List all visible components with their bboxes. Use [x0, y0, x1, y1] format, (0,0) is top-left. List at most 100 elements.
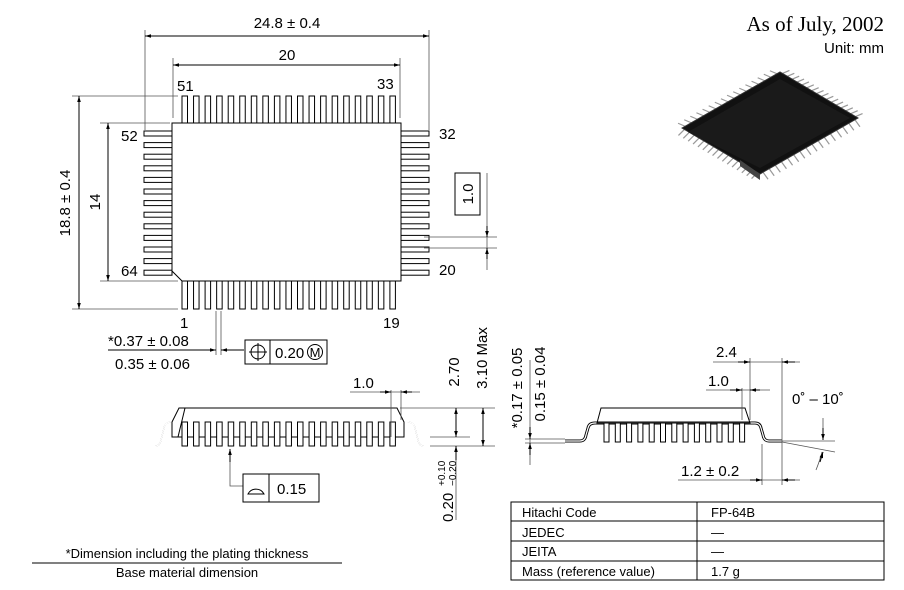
- row-value: —: [711, 525, 724, 540]
- lead: [787, 157, 794, 166]
- lead: [400, 188, 430, 195]
- lead: [143, 153, 173, 160]
- lead: [720, 98, 729, 103]
- lead: [840, 104, 849, 109]
- lead: [331, 421, 339, 447]
- lead: [768, 168, 775, 177]
- lead: [677, 122, 686, 127]
- lead: [389, 280, 396, 310]
- lead: [285, 280, 292, 310]
- coplanarity-icon: [247, 488, 265, 495]
- lead: [782, 69, 790, 74]
- lead: [389, 95, 396, 124]
- lead: [787, 72, 795, 77]
- lead: [354, 280, 362, 310]
- lead: [671, 422, 678, 443]
- lead: [769, 70, 778, 75]
- end-view: *0.17 ± 0.05 0.15 ± 0.04 2.4 1.0 0˚ – 10…: [509, 344, 844, 485]
- pin-label: 33: [377, 76, 394, 93]
- lead: [829, 133, 836, 142]
- lead: [648, 422, 655, 443]
- standoff-value: 0.20: [440, 493, 457, 522]
- lead: [660, 422, 666, 443]
- lead: [855, 113, 863, 118]
- lead: [227, 95, 235, 124]
- lead: [780, 161, 787, 170]
- lead: [745, 84, 753, 89]
- lead: [262, 421, 269, 447]
- lead: [739, 422, 746, 443]
- lead: [801, 81, 810, 86]
- mmc-icon: [307, 344, 323, 360]
- lead: [705, 422, 712, 443]
- lead: [751, 80, 759, 85]
- row-label: JEDEC: [522, 525, 565, 540]
- side-view: 2.70 3.10 Max 0.20 +0.10 −0.20 1.0 0.15: [137, 327, 495, 522]
- lead: [816, 90, 824, 95]
- lead: [811, 143, 818, 152]
- lead: [400, 258, 430, 265]
- lead: [377, 280, 385, 310]
- lead: [143, 200, 173, 207]
- row-value: 1.7 g: [711, 564, 740, 579]
- lead: [836, 129, 843, 138]
- lead: [707, 146, 715, 154]
- lead: [805, 147, 812, 156]
- lead: [285, 421, 292, 447]
- lead: [682, 131, 690, 139]
- lead: [400, 142, 430, 149]
- standoff-dim: 0.20 +0.10 −0.20: [437, 460, 459, 522]
- pin-label: 51: [177, 78, 194, 95]
- lead: [721, 154, 729, 162]
- lead: [308, 280, 316, 310]
- lead: [143, 246, 173, 253]
- lead: [726, 157, 734, 165]
- span-dim: 2.4: [716, 344, 737, 361]
- lead: [193, 280, 200, 310]
- lead: [216, 280, 223, 310]
- lead: [143, 176, 173, 183]
- lead: [821, 92, 829, 97]
- lead: [204, 95, 212, 124]
- lead: [400, 165, 430, 172]
- lead: [850, 110, 858, 115]
- lead: [806, 84, 815, 89]
- lead: [250, 95, 258, 124]
- lead: [227, 421, 235, 447]
- lead: [308, 95, 316, 124]
- pin-label: 32: [439, 126, 456, 143]
- lead: [297, 280, 304, 310]
- lead: [354, 421, 362, 447]
- lead: [726, 94, 735, 99]
- foot-length-dim: 1.2 ± 0.2: [681, 463, 739, 480]
- max-height-dim: 3.10 Max: [474, 327, 491, 389]
- lead: [799, 150, 806, 159]
- lead: [143, 165, 173, 172]
- lead: [696, 112, 704, 117]
- lead: [143, 258, 173, 265]
- position-tol-value: 0.20: [275, 345, 304, 362]
- lead: [774, 164, 781, 173]
- lead: [320, 421, 327, 447]
- standoff-minus: −0.20: [448, 460, 459, 486]
- lead: [400, 269, 430, 276]
- lead: [181, 421, 188, 447]
- lead: [250, 280, 258, 310]
- lead: [343, 421, 350, 447]
- lead: [614, 422, 621, 443]
- lead: [712, 149, 719, 156]
- lead: [377, 95, 385, 124]
- lead: [637, 422, 644, 443]
- lead: [204, 280, 212, 310]
- body-width-dim: 20: [279, 47, 296, 64]
- lead: [216, 421, 223, 447]
- lead: [678, 129, 685, 136]
- lead: [717, 152, 724, 159]
- mmc-letter: M: [310, 345, 321, 360]
- coplanarity-value: 0.15: [277, 481, 306, 498]
- lead: [216, 95, 223, 124]
- pin-label: 19: [383, 315, 400, 332]
- lead: [377, 421, 385, 447]
- lead: [848, 122, 855, 131]
